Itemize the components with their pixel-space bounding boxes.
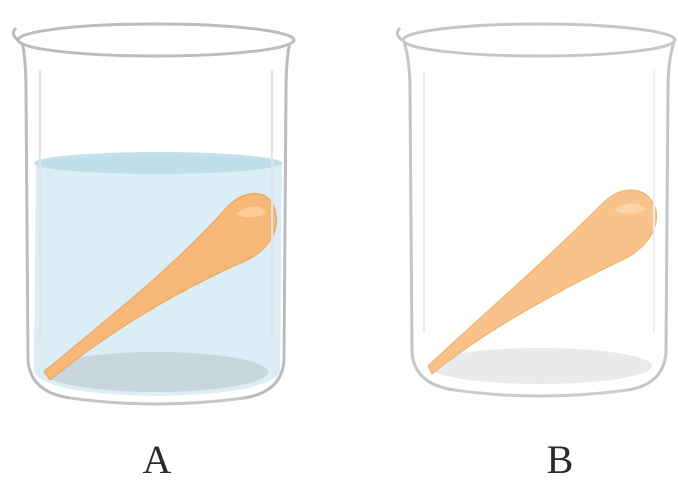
beaker-b bbox=[397, 24, 675, 396]
beaker-base-shadow bbox=[428, 348, 652, 384]
water-surface bbox=[34, 152, 282, 174]
glass-bottom bbox=[70, 398, 244, 404]
carrot bbox=[428, 190, 657, 374]
glass-left-wall bbox=[404, 42, 454, 390]
beaker-rim bbox=[18, 24, 294, 56]
beaker-a bbox=[13, 24, 294, 404]
beaker-a-label: A bbox=[127, 436, 187, 484]
beaker-spout bbox=[13, 28, 18, 40]
beaker-spout bbox=[397, 28, 402, 40]
glass-bottom bbox=[454, 390, 628, 396]
beaker-b-label: B bbox=[530, 436, 590, 484]
beaker-rim bbox=[403, 24, 675, 56]
